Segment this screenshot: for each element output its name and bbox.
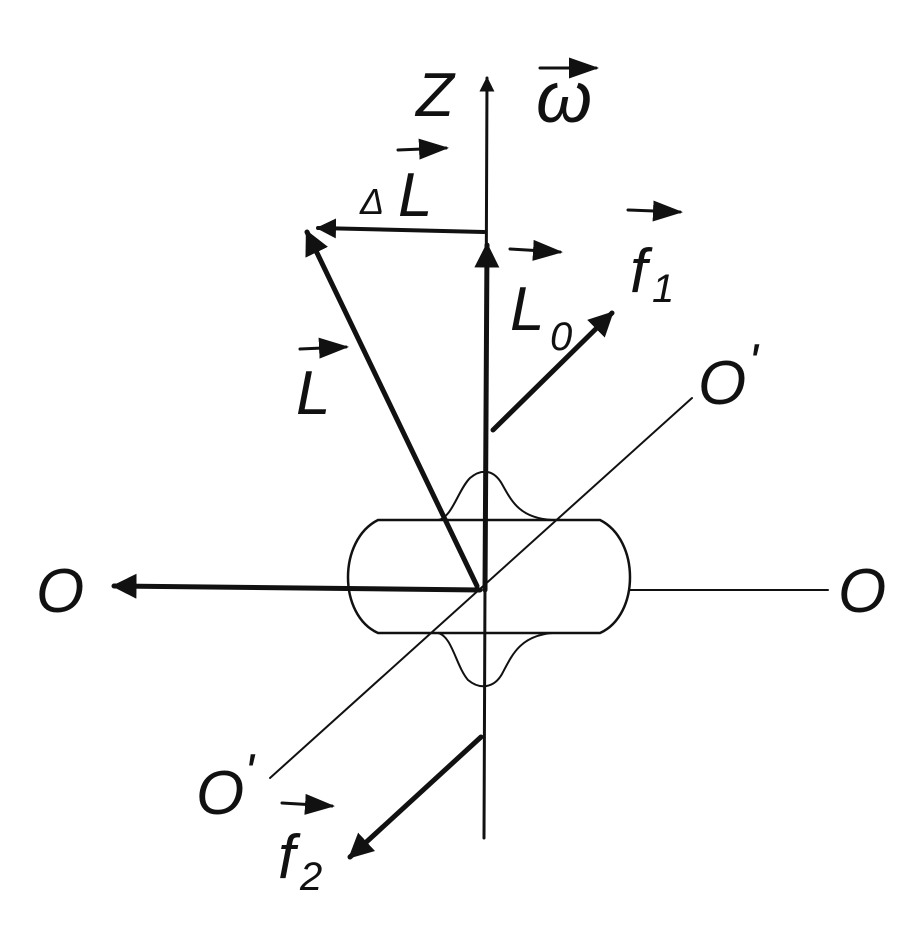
o-right-label: O	[838, 557, 886, 626]
f1-label: f	[630, 237, 653, 306]
l0-overarrow	[508, 239, 563, 261]
l0-subscript: 0	[550, 315, 572, 359]
dl-overarrow	[396, 138, 449, 160]
f2-label: f	[278, 823, 301, 892]
delta-symbol: Δ	[359, 181, 384, 222]
l-overarrow	[298, 337, 349, 359]
o-left-label: O	[36, 557, 84, 626]
l-label: L	[296, 359, 330, 428]
gyro-top-bump	[437, 470, 553, 521]
z-label: Z	[414, 61, 456, 130]
o1-bottom-prime: '	[244, 744, 256, 802]
f1-overarrow	[626, 200, 683, 222]
delta-l-label: L	[398, 161, 432, 230]
omega-label: ω	[536, 58, 592, 138]
o1-bottom-label: O	[196, 759, 244, 828]
f2-subscript: 2	[299, 855, 322, 899]
l0-label: L	[510, 275, 544, 344]
o1-top-prime: '	[748, 334, 760, 392]
l-vector	[304, 229, 480, 589]
gyro-disc	[346, 518, 632, 635]
gyro-bottom-bump	[437, 632, 553, 688]
f2-overarrow	[280, 793, 335, 815]
delta-l-vector	[316, 218, 486, 239]
o1-top-label: O	[698, 349, 746, 418]
f2-vector	[347, 734, 484, 860]
o-left-vector	[111, 573, 483, 599]
l0-vector	[474, 242, 500, 593]
f1-vector	[490, 310, 615, 433]
f1-subscript: 1	[652, 267, 674, 311]
